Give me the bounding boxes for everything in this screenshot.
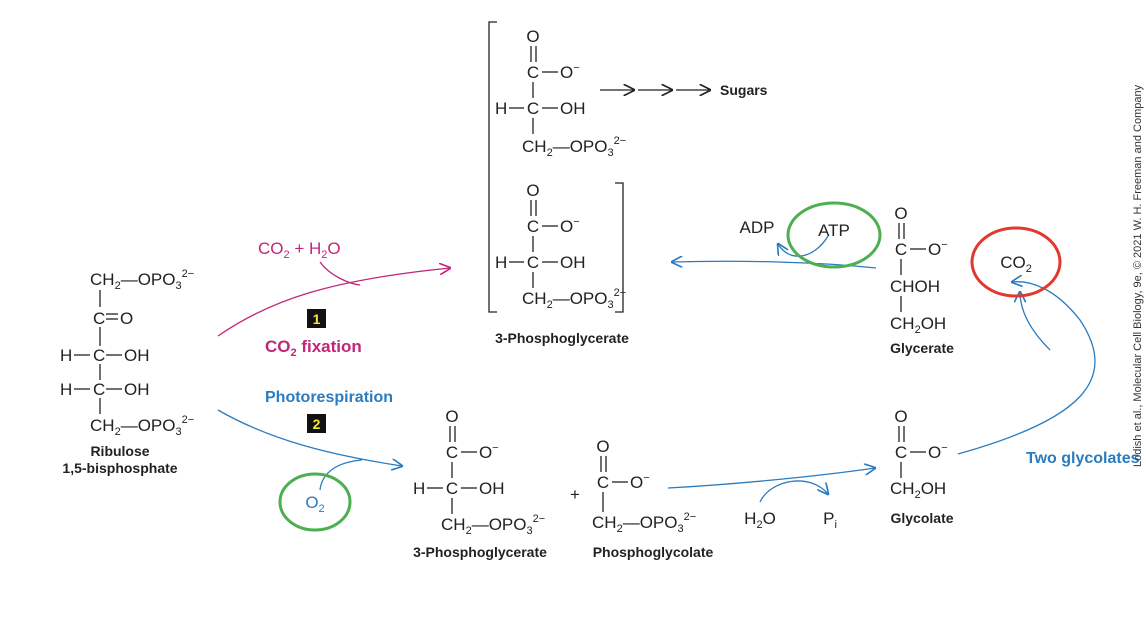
svg-text:CHOH: CHOH [890, 277, 940, 296]
svg-text:CH2—OPO32−: CH2—OPO32− [90, 268, 194, 292]
phosphoglycolate-structure: O C O− CH2—OPO32− [592, 437, 696, 535]
pga-top-structure-2: O C O− H C OH CH2—OPO32− [495, 181, 626, 311]
svg-text:C: C [597, 473, 609, 492]
svg-text:O: O [445, 407, 458, 426]
glycolate-name: Glycolate [890, 510, 953, 526]
svg-text:CH2—OPO32−: CH2—OPO32− [441, 513, 545, 537]
co2-fixation-label: CO2 fixation [265, 337, 362, 359]
right-square-bracket [615, 182, 624, 313]
glycerate-name: Glycerate [890, 340, 954, 356]
two-glycolates-label: Two glycolates [1026, 450, 1140, 467]
svg-text:O−: O− [479, 442, 499, 462]
svg-text:O−: O− [560, 62, 580, 82]
h2o-reactant: H2O [744, 509, 776, 531]
svg-text:C: C [527, 63, 539, 82]
svg-text:C: C [527, 99, 539, 118]
atp-to-adp-curve [778, 235, 829, 257]
svg-text:O: O [894, 407, 907, 426]
step-2-box [307, 414, 326, 433]
svg-text:C: C [895, 240, 907, 259]
phosphoglycolate-name: Phosphoglycolate [593, 544, 714, 560]
co2-fixation-arrow [217, 268, 450, 337]
ribulose-name-line2: 1,5-bisphosphate [62, 460, 177, 476]
svg-text:C: C [446, 443, 458, 462]
svg-text:O−: O− [928, 442, 948, 462]
co2-product: CO2 [1000, 253, 1032, 275]
svg-text:CH2OH: CH2OH [890, 479, 946, 501]
svg-text:OH: OH [124, 380, 150, 399]
sugars-label: Sugars [720, 82, 768, 98]
svg-text:H: H [60, 346, 72, 365]
svg-text:OH: OH [560, 99, 586, 118]
svg-text:C: C [446, 479, 458, 498]
plus-sign: + [570, 485, 580, 504]
atp-label: ATP [818, 221, 850, 240]
svg-text:H: H [495, 99, 507, 118]
step-2-number: 2 [313, 416, 321, 432]
svg-text:CH2OH: CH2OH [890, 314, 946, 336]
co2-red-circle [970, 226, 1062, 298]
svg-text:O: O [526, 27, 539, 46]
photorespiration-arrow [217, 409, 402, 466]
svg-text:O: O [120, 309, 133, 328]
step-1-box [307, 309, 326, 328]
pga-top-structure-1: O C O− H C OH CH2—OPO32− [495, 27, 626, 159]
pga-top-name: 3-Phosphoglycerate [495, 330, 629, 346]
svg-text:H: H [60, 380, 72, 399]
co2-release-arrow [1020, 292, 1051, 351]
svg-text:O: O [894, 204, 907, 223]
svg-text:OH: OH [479, 479, 505, 498]
ribulose-bisphosphate-structure: CH2—OPO32− C O H C OH H C OH CH2—OPO32− [60, 268, 194, 438]
pga-bottom-name: 3-Phosphoglycerate [413, 544, 547, 560]
glycolate-structure: O C O− CH2OH [890, 407, 948, 501]
ribulose-name-line1: Ribulose [90, 443, 149, 459]
step-1-number: 1 [313, 311, 321, 327]
svg-text:O: O [526, 181, 539, 200]
svg-text:CH2—OPO32−: CH2—OPO32− [592, 511, 696, 535]
co2-h2o-reactants: CO2 + H2O [258, 239, 341, 261]
adp-label: ADP [740, 218, 775, 237]
o2-entry-curve [319, 459, 363, 491]
svg-text:O−: O− [560, 216, 580, 236]
svg-text:O−: O− [928, 239, 948, 259]
svg-text:CH2—OPO32−: CH2—OPO32− [522, 287, 626, 311]
photorespiration-label: Photorespiration [265, 389, 393, 406]
svg-text:C: C [93, 346, 105, 365]
svg-text:H: H [413, 479, 425, 498]
svg-text:O−: O− [630, 472, 650, 492]
h2o-to-pi-curve [759, 480, 828, 503]
co2-entry-curve [319, 261, 361, 286]
svg-text:O: O [596, 437, 609, 456]
o2-green-circle [278, 472, 352, 532]
svg-text:C: C [895, 443, 907, 462]
pga-bottom-structure: O C O− H C OH CH2—OPO32− [413, 407, 545, 537]
atp-green-circle [786, 201, 882, 269]
svg-text:OH: OH [124, 346, 150, 365]
svg-text:C: C [527, 253, 539, 272]
left-square-bracket [488, 21, 497, 313]
glycerate-structure: O C O− CHOH CH2OH [890, 204, 948, 336]
svg-text:C: C [93, 309, 105, 328]
svg-text:OH: OH [560, 253, 586, 272]
glycolate-to-glycerate-arrow [957, 282, 1096, 455]
phosphatase-arrow [667, 468, 875, 489]
pi-product: Pi [823, 509, 837, 531]
svg-text:CH2—OPO32−: CH2—OPO32− [90, 414, 194, 438]
svg-text:C: C [93, 380, 105, 399]
glycerate-kinase-arrow [672, 261, 877, 269]
svg-text:H: H [495, 253, 507, 272]
svg-text:C: C [527, 217, 539, 236]
o2-reactant: O2 [305, 493, 324, 515]
svg-text:CH2—OPO32−: CH2—OPO32− [522, 135, 626, 159]
credit-line: Lodish et al., Molecular Cell Biology, 9… [1132, 84, 1144, 467]
